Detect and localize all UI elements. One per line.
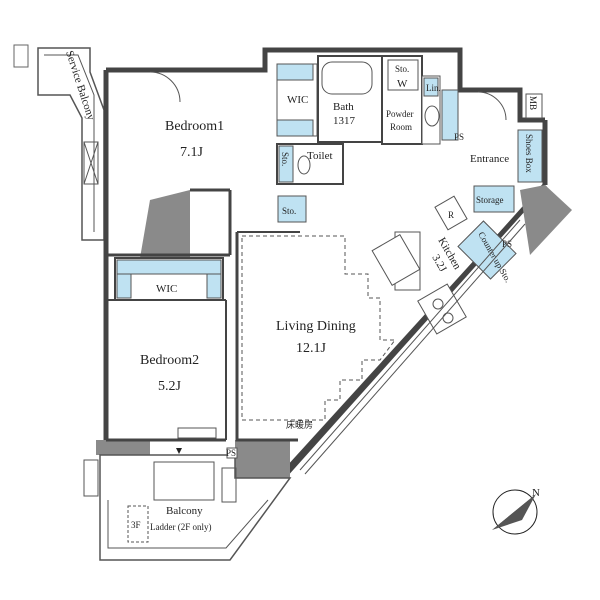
void-area-kitchen bbox=[520, 185, 572, 255]
linen-label: Lin. bbox=[426, 83, 441, 93]
toilet-storage bbox=[278, 145, 294, 183]
balcony: PS Balcony 3F Ladder (2F only) bbox=[83, 447, 292, 561]
shoes-box-label: Shoes Box bbox=[524, 134, 534, 173]
floor-heating-label: 床暖房 bbox=[286, 419, 313, 430]
toilet-icon bbox=[297, 155, 311, 175]
bedroom2-label: Bedroom2 bbox=[140, 353, 199, 368]
wic-top-label: WIC bbox=[287, 94, 308, 106]
outdoor-unit-icon bbox=[13, 44, 29, 68]
refrigerator-space bbox=[434, 195, 468, 231]
washbasin-icon bbox=[424, 105, 440, 127]
linen-storage bbox=[423, 77, 439, 97]
bathtub-icon bbox=[321, 61, 373, 95]
living-dining-size: 12.1J bbox=[296, 341, 327, 356]
toilet: Sto. Toilet Sto. bbox=[276, 143, 344, 223]
counter-storage bbox=[457, 220, 517, 280]
bedroom2: Bedroom2 5.2J bbox=[106, 299, 227, 454]
ps-balcony-label: PS bbox=[226, 448, 236, 458]
wall-block bbox=[96, 440, 150, 455]
meter-box-label: MB bbox=[528, 96, 538, 110]
bedroom1-label: Bedroom1 bbox=[165, 119, 224, 134]
bedroom2-size: 5.2J bbox=[158, 379, 182, 394]
powder-room-label: Powder bbox=[386, 109, 414, 119]
service-balcony: Service Balcony bbox=[13, 44, 105, 241]
ps-top-label: PS bbox=[454, 132, 464, 142]
shoes-box bbox=[517, 129, 543, 183]
compass-north-label: N bbox=[532, 487, 540, 499]
storage-label: Storage bbox=[476, 195, 504, 205]
wic-middle-label: WIC bbox=[156, 283, 177, 295]
hall-sto-label: Sto. bbox=[282, 206, 296, 216]
ladder-label: Ladder (2F only) bbox=[150, 522, 211, 532]
bath-label: Bath bbox=[333, 101, 354, 113]
powder-room: Sto. W Powder Room Lin. PS bbox=[381, 55, 464, 145]
entrance: MB Shoes Box Entrance Storage bbox=[470, 91, 543, 213]
kitchen-island bbox=[371, 233, 421, 287]
north-compass: N bbox=[492, 487, 540, 535]
refrigerator-label: R bbox=[448, 210, 454, 220]
bedroom2-window-panel bbox=[177, 427, 217, 439]
washer-mark: W bbox=[397, 78, 408, 90]
wic-top: WIC bbox=[276, 63, 318, 137]
powder-storage bbox=[441, 89, 459, 141]
sto-washer-label: Sto. bbox=[395, 64, 409, 74]
balcony-unit-right bbox=[221, 467, 237, 503]
bath-size: 1317 bbox=[333, 115, 356, 127]
hall-storage bbox=[277, 195, 307, 223]
ladder-floor-label: 3F bbox=[131, 520, 141, 530]
balcony-railing-panel bbox=[83, 141, 99, 185]
toilet-label: Toilet bbox=[307, 150, 333, 162]
living-dining: Living Dining 12.1J 床暖房 bbox=[235, 219, 526, 475]
bathroom: Bath 1317 bbox=[317, 55, 383, 143]
toilet-sto-label: Sto. bbox=[280, 152, 290, 166]
void-area bbox=[140, 190, 190, 258]
washer-space bbox=[387, 59, 419, 91]
balcony-unit-left bbox=[83, 459, 99, 497]
down-arrow-icon bbox=[176, 448, 182, 454]
entrance-label: Entrance bbox=[470, 153, 509, 165]
powder-room-label-2: Room bbox=[390, 122, 412, 132]
bedroom1-size: 7.1J bbox=[180, 145, 204, 160]
balcony-label: Balcony bbox=[166, 505, 203, 517]
bedroom1: Bedroom1 7.1J bbox=[106, 71, 232, 257]
entrance-storage bbox=[473, 185, 515, 213]
floor-heating-area bbox=[241, 235, 396, 421]
wic-middle: WIC bbox=[114, 257, 224, 301]
wall-block-2 bbox=[235, 440, 290, 478]
kitchen: R Kitchen 3.2J Counter up Sto. PS bbox=[371, 195, 517, 335]
ladder-hatch bbox=[127, 505, 149, 543]
living-dining-label: Living Dining bbox=[276, 319, 356, 334]
